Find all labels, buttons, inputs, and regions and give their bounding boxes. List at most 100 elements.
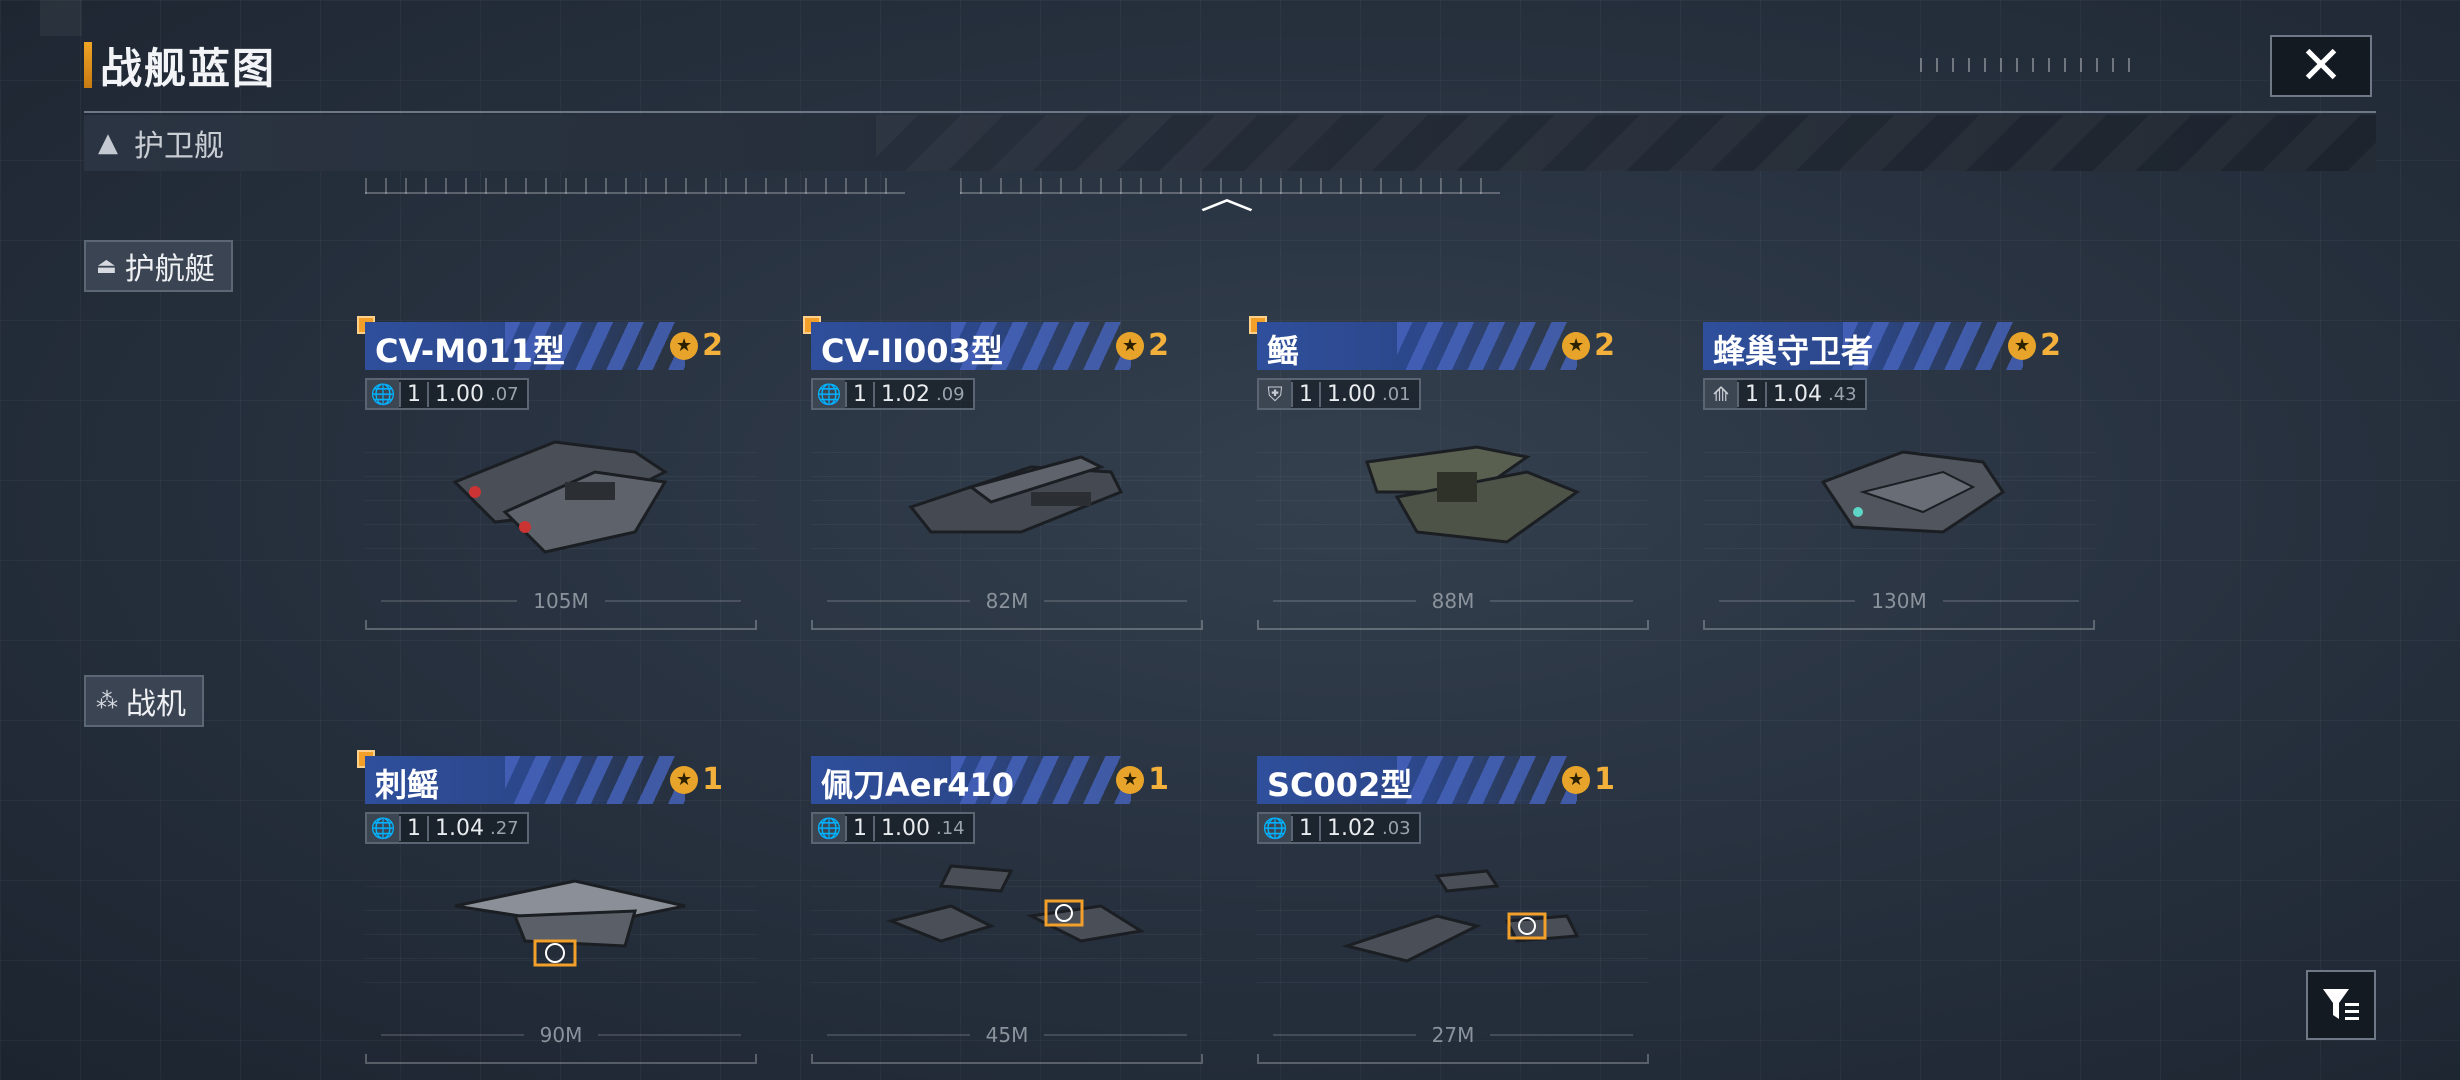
decor-ruler-left bbox=[365, 178, 905, 194]
ship-card-1-0[interactable]: 刺鳐 ★ 1 🌐 1 1.04 .27 90M bbox=[357, 750, 757, 1066]
category-divider bbox=[84, 111, 2376, 113]
name-banner bbox=[365, 322, 685, 370]
version: 1.04 bbox=[435, 815, 484, 841]
star-badge-icon: ★ bbox=[1562, 331, 1591, 360]
name-banner bbox=[811, 756, 1131, 804]
card-base bbox=[811, 1054, 1203, 1064]
version-row: 🌐 1 1.02 .09 bbox=[811, 378, 975, 410]
card-base bbox=[365, 620, 757, 630]
card-base bbox=[365, 1054, 757, 1064]
version-row: 🌐 1 1.04 .27 bbox=[365, 812, 529, 844]
star-count: 2 bbox=[702, 328, 723, 363]
emblem-icon: ⛨ bbox=[1259, 380, 1291, 408]
version-row: ⟰ 1 1.04 .43 bbox=[1703, 378, 1867, 410]
globe-icon: 🌐 bbox=[813, 380, 845, 408]
star-rating: ★ 1 bbox=[1562, 762, 1615, 797]
ship-card-0-1[interactable]: CV-II003型 ★ 2 🌐 1 1.02 .09 82M bbox=[803, 316, 1203, 632]
ship-length: 45M bbox=[985, 1023, 1029, 1047]
version: 1.02 bbox=[1327, 815, 1376, 841]
section-title: 护航艇 bbox=[124, 252, 215, 287]
star-count: 1 bbox=[1594, 762, 1615, 797]
filter-icon bbox=[2323, 989, 2359, 1020]
star-rating: ★ 2 bbox=[1116, 328, 1169, 363]
triangle-up-icon: ▲ bbox=[98, 128, 118, 158]
ship-length: 105M bbox=[533, 589, 589, 613]
globe-icon: 🌐 bbox=[813, 814, 845, 842]
ship-length: 27M bbox=[1431, 1023, 1475, 1047]
version-sub: .01 bbox=[1381, 383, 1411, 405]
header: 战舰蓝图 bbox=[84, 40, 276, 93]
star-count: 1 bbox=[1148, 762, 1169, 797]
ship-name: 蜂巢守卫者 bbox=[1713, 332, 1874, 370]
name-banner bbox=[1257, 756, 1577, 804]
length-row: 88M bbox=[1257, 589, 1649, 613]
version-row: 🌐 1 1.00 .07 bbox=[365, 378, 529, 410]
category-stripes bbox=[876, 115, 2376, 171]
ship-length: 88M bbox=[1431, 589, 1475, 613]
collapse-chevron-icon[interactable]: ︿ bbox=[1199, 178, 1255, 218]
ship-image bbox=[1365, 445, 1581, 544]
card-base bbox=[1257, 620, 1649, 630]
tier: 1 bbox=[1291, 815, 1321, 841]
star-rating: ★ 1 bbox=[1116, 762, 1169, 797]
ship-image bbox=[1820, 450, 2006, 534]
ship-image bbox=[886, 864, 1146, 943]
page-title: 战舰蓝图 bbox=[100, 43, 277, 93]
length-row: 130M bbox=[1703, 589, 2095, 613]
version-row: ⛨ 1 1.00 .01 bbox=[1257, 378, 1421, 410]
close-icon: ✕ bbox=[2299, 36, 2343, 96]
title-accent-bar bbox=[84, 42, 92, 88]
length-row: 45M bbox=[811, 1023, 1203, 1047]
decor-ruler-right bbox=[960, 178, 1500, 194]
length-row: 90M bbox=[365, 1023, 757, 1047]
version-sub: .07 bbox=[489, 383, 519, 405]
globe-icon: 🌐 bbox=[367, 380, 399, 408]
ship-name: 鳐 bbox=[1267, 332, 1300, 370]
card-base bbox=[1257, 1054, 1649, 1064]
ship-card-0-3[interactable]: 蜂巢守卫者 ★ 2 ⟰ 1 1.04 .43 130M bbox=[1703, 322, 2095, 632]
version: 1.00 bbox=[1327, 381, 1376, 407]
version-row: 🌐 1 1.00 .14 bbox=[811, 812, 975, 844]
star-rating: ★ 2 bbox=[1562, 328, 1615, 363]
tier: 1 bbox=[845, 815, 875, 841]
version: 1.00 bbox=[435, 381, 484, 407]
category-bar[interactable]: ▲ 护卫舰 bbox=[84, 115, 2376, 171]
ship-image bbox=[908, 455, 1124, 534]
category-label: 护卫舰 bbox=[134, 129, 224, 164]
ship-name: 刺鳐 bbox=[375, 766, 440, 804]
card-base bbox=[811, 620, 1203, 630]
section-title: 战机 bbox=[126, 687, 186, 722]
ship-length: 90M bbox=[539, 1023, 583, 1047]
ship-card-0-2[interactable]: 鳐 ★ 2 ⛨ 1 1.00 .01 88M bbox=[1249, 316, 1649, 632]
card-base bbox=[1703, 620, 2095, 630]
tier: 1 bbox=[845, 381, 875, 407]
ship-card-0-0[interactable]: CV-M011型 ★ 2 🌐 1 1.00 .07 105M bbox=[357, 316, 757, 632]
name-banner bbox=[811, 322, 1131, 370]
star-rating: ★ 2 bbox=[670, 328, 723, 363]
globe-icon: 🌐 bbox=[1259, 814, 1291, 842]
close-button[interactable]: ✕ bbox=[2270, 35, 2372, 97]
filter-button[interactable] bbox=[2306, 970, 2376, 1040]
tier: 1 bbox=[399, 381, 429, 407]
length-row: 105M bbox=[365, 589, 757, 613]
ship-card-1-2[interactable]: SC002型 ★ 1 🌐 1 1.02 .03 27M bbox=[1257, 756, 1649, 1066]
version-row: 🌐 1 1.02 .03 bbox=[1257, 812, 1421, 844]
name-banner bbox=[1703, 322, 2023, 370]
version: 1.04 bbox=[1773, 381, 1822, 407]
tier: 1 bbox=[399, 815, 429, 841]
globe-icon: 🌐 bbox=[367, 814, 399, 842]
tier: 1 bbox=[1737, 381, 1767, 407]
ship-length: 130M bbox=[1871, 589, 1927, 613]
ship-name: CV-M011型 bbox=[375, 332, 565, 370]
section-label-escort: ⏏ 护航艇 bbox=[84, 240, 233, 292]
tier: 1 bbox=[1291, 381, 1321, 407]
ship-length: 82M bbox=[985, 589, 1029, 613]
rocket-icon: ⟰ bbox=[1705, 380, 1737, 408]
star-badge-icon: ★ bbox=[1116, 765, 1145, 794]
ship-card-1-1[interactable]: 佩刀Aer410 ★ 1 🌐 1 1.00 .14 45M bbox=[811, 756, 1203, 1066]
version: 1.00 bbox=[881, 815, 930, 841]
star-count: 1 bbox=[702, 762, 723, 797]
star-count: 2 bbox=[2040, 328, 2061, 363]
length-row: 82M bbox=[811, 589, 1203, 613]
name-banner bbox=[365, 756, 685, 804]
